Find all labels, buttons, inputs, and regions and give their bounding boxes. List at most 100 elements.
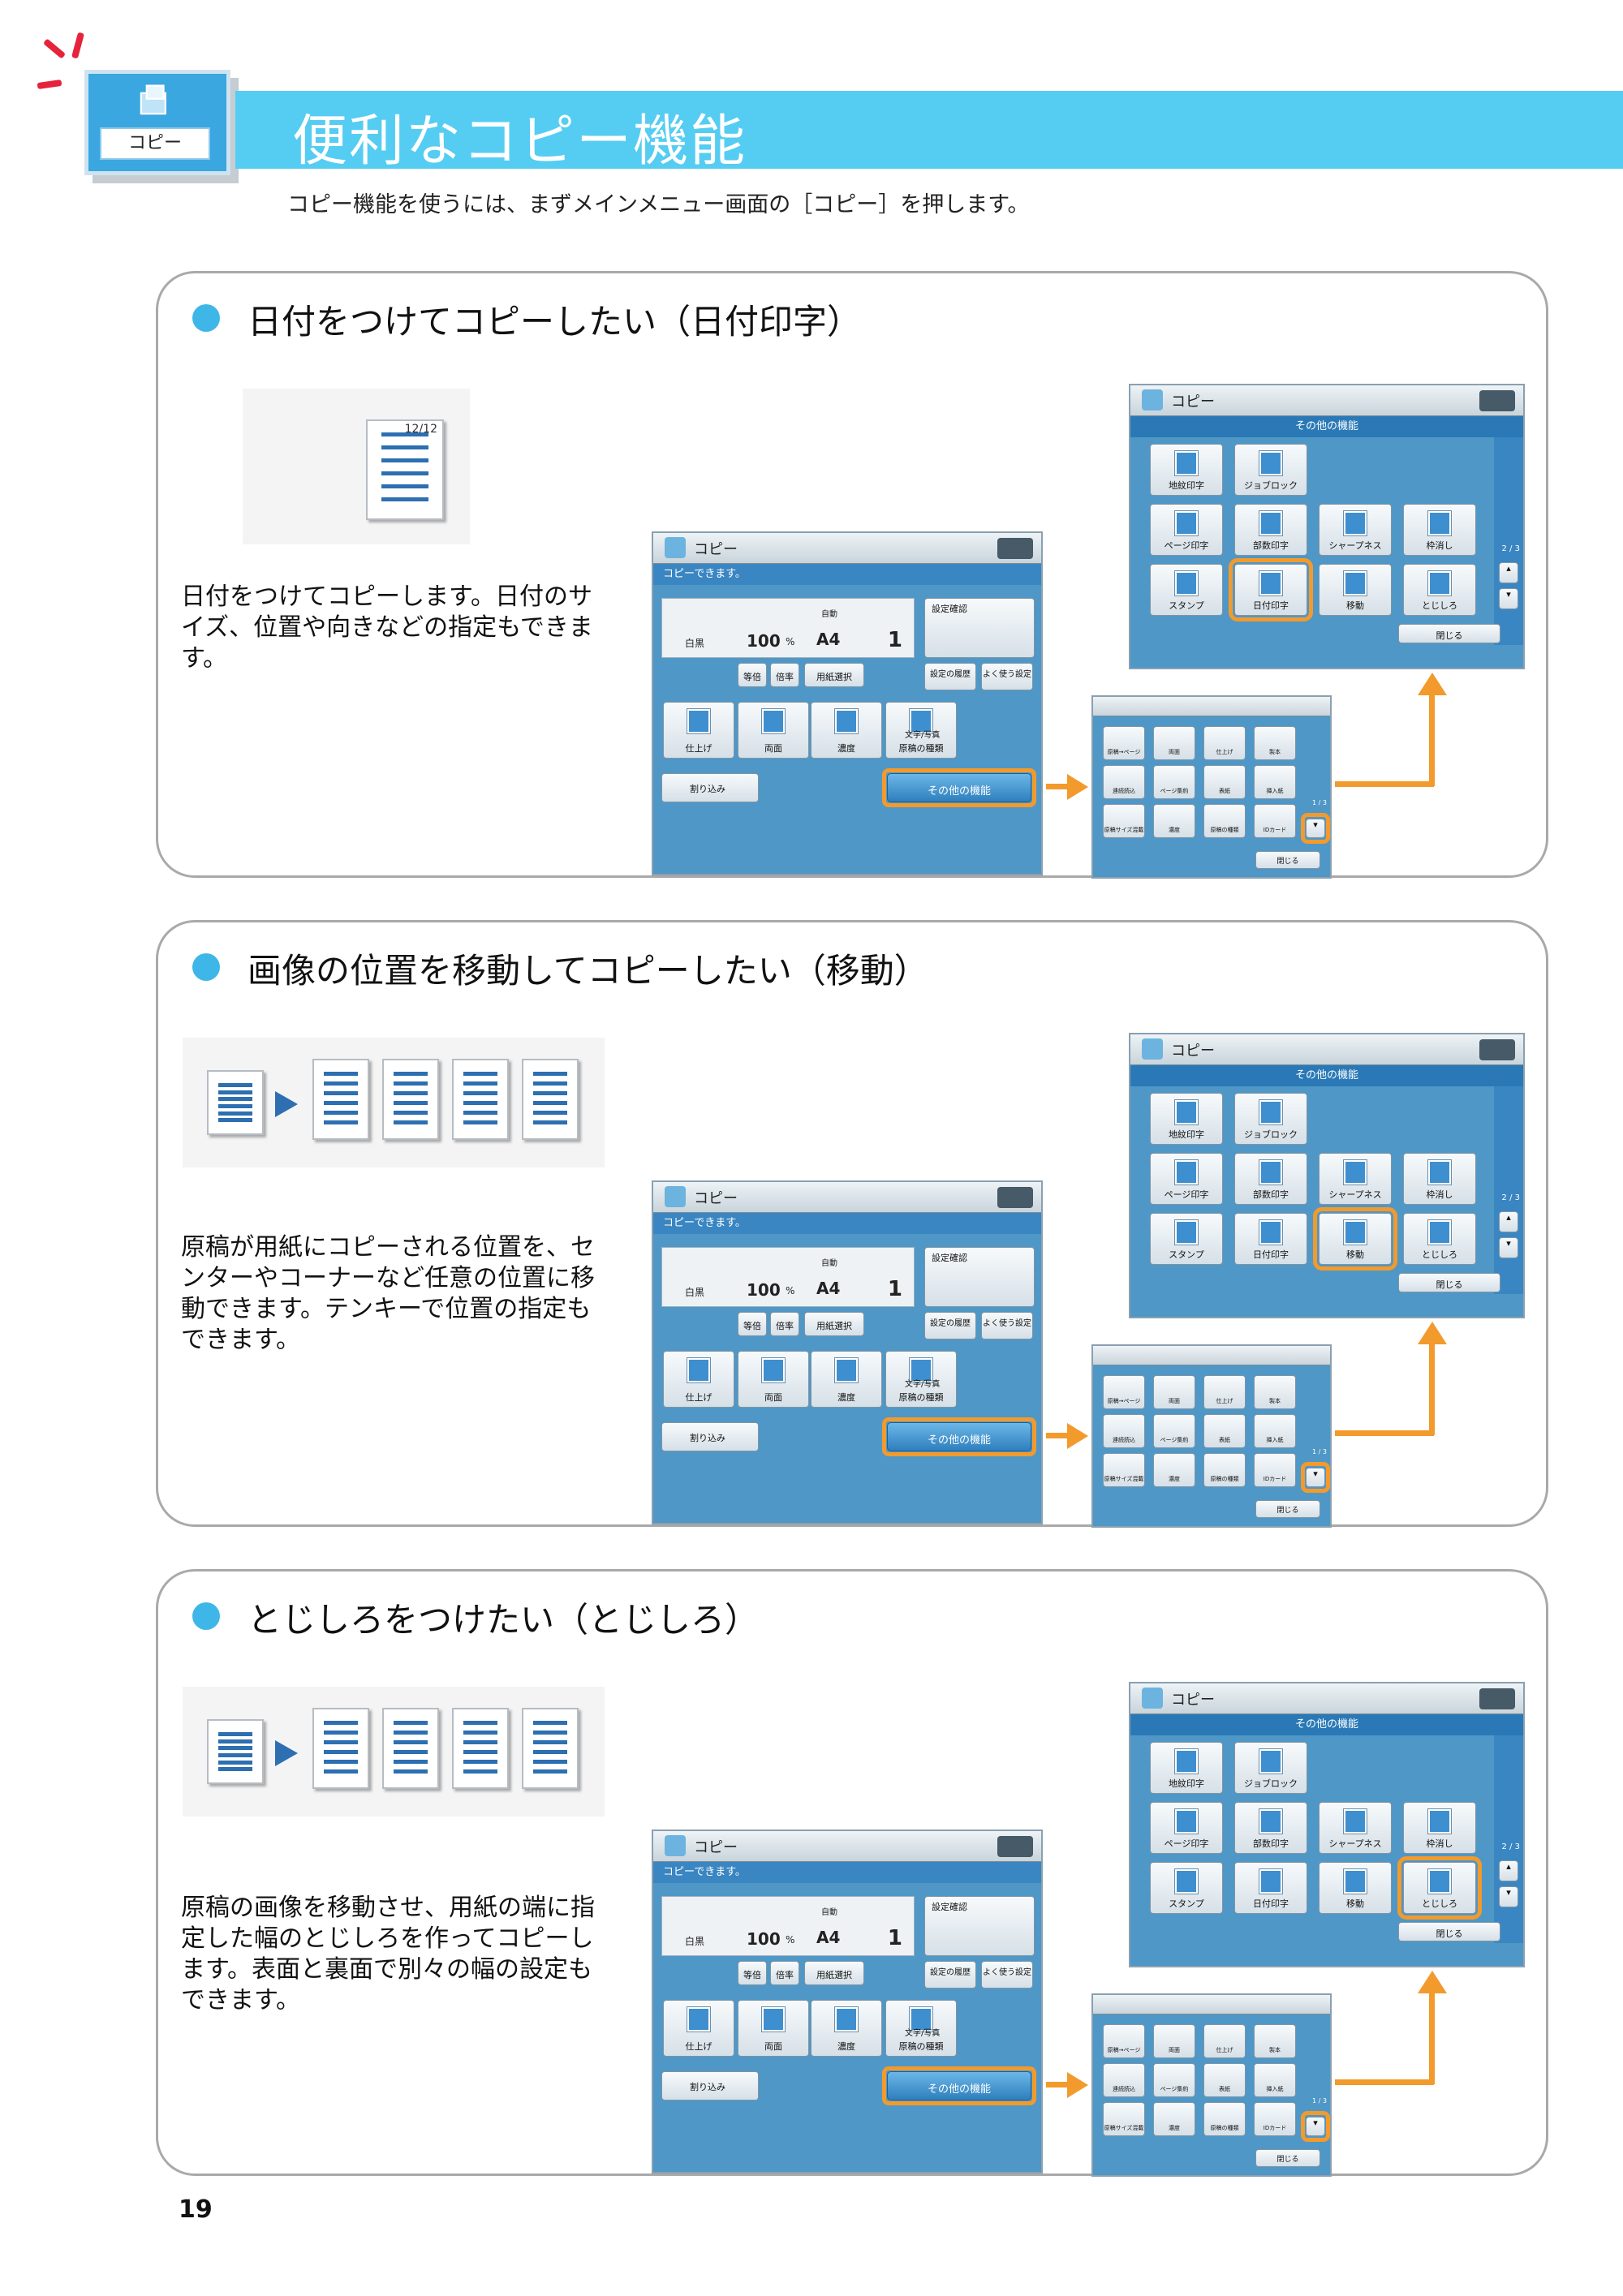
page-up-button[interactable]: ▴ [1499, 1211, 1518, 1232]
close-button[interactable]: 閉じる [1398, 1922, 1500, 1941]
original-type-button[interactable]: 原稿の種類 [885, 2000, 957, 2057]
p1-function-button[interactable]: 製本 [1254, 726, 1296, 760]
function-button[interactable]: 日付印字 [1234, 1862, 1307, 1914]
p1-function-button[interactable]: 原稿→ページ [1103, 2024, 1145, 2058]
function-button[interactable]: とじしろ [1397, 1856, 1482, 1920]
menu-button[interactable] [1479, 390, 1515, 411]
menu-button[interactable] [1479, 1039, 1515, 1060]
menu-button[interactable] [1479, 1688, 1515, 1709]
duplex-button[interactable]: 両面 [738, 2000, 809, 2057]
menu-button[interactable] [997, 538, 1033, 559]
p1-function-button[interactable]: ページ集約 [1153, 1414, 1195, 1448]
confirm-settings-button[interactable]: 設定確認 [924, 598, 1035, 658]
p1-function-button[interactable]: 原稿→ページ [1103, 1375, 1145, 1409]
p1-function-button[interactable]: 両面 [1153, 726, 1195, 760]
close-button[interactable]: 閉じる [1255, 1500, 1320, 1518]
p1-function-button[interactable]: 原稿サイズ混載 [1103, 804, 1145, 838]
original-type-button[interactable]: 原稿の種類 [885, 702, 957, 759]
p1-function-button[interactable]: 原稿サイズ混載 [1103, 2102, 1145, 2136]
equal-ratio-button[interactable]: 等倍 [738, 1961, 767, 1985]
confirm-settings-button[interactable]: 設定確認 [924, 1247, 1035, 1307]
function-button[interactable]: 枠消し [1403, 504, 1476, 556]
duplex-button[interactable]: 両面 [738, 702, 809, 759]
function-button[interactable]: 部数印字 [1234, 1153, 1307, 1205]
p1-function-button[interactable]: 仕上げ [1203, 2024, 1246, 2058]
favorites-button[interactable]: よく使う設定 [981, 663, 1033, 690]
page-up-button[interactable]: ▴ [1499, 1860, 1518, 1881]
p1-function-button[interactable]: IDカード [1254, 804, 1296, 838]
p1-function-button[interactable]: 表紙 [1203, 1414, 1246, 1448]
favorites-button[interactable]: よく使う設定 [981, 1961, 1033, 1989]
function-button[interactable]: 移動 [1313, 1207, 1397, 1271]
p1-function-button[interactable]: 挿入紙 [1254, 2063, 1296, 2097]
finishing-button[interactable]: 仕上げ [663, 1351, 734, 1408]
interrupt-button[interactable]: 割り込み [661, 2071, 759, 2100]
p1-function-button[interactable]: 製本 [1254, 1375, 1296, 1409]
favorites-button[interactable]: よく使う設定 [981, 1312, 1033, 1339]
p1-function-button[interactable]: 原稿サイズ混載 [1103, 1453, 1145, 1487]
density-button[interactable]: 濃度 [811, 702, 882, 759]
function-button[interactable]: ページ印字 [1150, 1153, 1223, 1205]
p1-function-button[interactable]: 挿入紙 [1254, 1414, 1296, 1448]
function-button[interactable]: 移動 [1319, 1862, 1392, 1914]
function-button[interactable]: とじしろ [1403, 1213, 1476, 1265]
close-button[interactable]: 閉じる [1398, 1273, 1500, 1292]
function-button[interactable]: 日付印字 [1234, 1213, 1307, 1265]
p1-function-button[interactable]: ページ集約 [1153, 765, 1195, 799]
p1-function-button[interactable]: 両面 [1153, 2024, 1195, 2058]
p1-function-button[interactable]: 連続読込 [1103, 765, 1145, 799]
function-button[interactable]: ジョブロック [1234, 1742, 1307, 1794]
density-button[interactable]: 濃度 [811, 2000, 882, 2057]
function-button[interactable]: ページ印字 [1150, 504, 1223, 556]
close-button[interactable]: 閉じる [1255, 851, 1320, 869]
function-button[interactable]: スタンプ [1150, 1213, 1223, 1265]
equal-ratio-button[interactable]: 等倍 [738, 663, 767, 687]
history-button[interactable]: 設定の履歴 [924, 1312, 976, 1339]
p1-function-button[interactable]: IDカード [1254, 1453, 1296, 1487]
function-button[interactable]: 枠消し [1403, 1153, 1476, 1205]
original-type-button[interactable]: 原稿の種類 [885, 1351, 957, 1408]
paper-select-button[interactable]: 用紙選択 [804, 1961, 864, 1985]
function-button[interactable]: シャープネス [1319, 1153, 1392, 1205]
ratio-button[interactable]: 倍率 [770, 1312, 799, 1336]
interrupt-button[interactable]: 割り込み [661, 1422, 759, 1451]
p1-function-button[interactable]: 濃度 [1153, 804, 1195, 838]
density-button[interactable]: 濃度 [811, 1351, 882, 1408]
p1-function-button[interactable]: 表紙 [1203, 765, 1246, 799]
page-down-button[interactable]: ▾ [1306, 2117, 1325, 2136]
confirm-settings-button[interactable]: 設定確認 [924, 1896, 1035, 1956]
function-button[interactable]: スタンプ [1150, 1862, 1223, 1914]
p1-function-button[interactable]: 製本 [1254, 2024, 1296, 2058]
p1-function-button[interactable]: 原稿の種類 [1203, 2102, 1246, 2136]
p1-function-button[interactable]: 連続読込 [1103, 1414, 1145, 1448]
page-down-button[interactable]: ▾ [1306, 1468, 1325, 1487]
p1-function-button[interactable]: 仕上げ [1203, 1375, 1246, 1409]
menu-button[interactable] [997, 1187, 1033, 1208]
close-button[interactable]: 閉じる [1398, 624, 1500, 643]
page-down-button[interactable]: ▾ [1499, 1237, 1518, 1258]
function-button[interactable]: ページ印字 [1150, 1802, 1223, 1854]
function-button[interactable]: スタンプ [1150, 564, 1223, 616]
function-button[interactable]: シャープネス [1319, 1802, 1392, 1854]
p1-function-button[interactable]: 両面 [1153, 1375, 1195, 1409]
p1-function-button[interactable]: ページ集約 [1153, 2063, 1195, 2097]
page-down-button[interactable]: ▾ [1306, 819, 1325, 838]
interrupt-button[interactable]: 割り込み [661, 773, 759, 802]
duplex-button[interactable]: 両面 [738, 1351, 809, 1408]
ratio-button[interactable]: 倍率 [770, 663, 799, 687]
function-button[interactable]: 地紋印字 [1150, 1742, 1223, 1794]
function-button[interactable]: ジョブロック [1234, 1093, 1307, 1145]
function-button[interactable]: 部数印字 [1234, 504, 1307, 556]
other-functions-button[interactable]: その他の機能 [887, 1422, 1031, 1451]
p1-function-button[interactable]: 表紙 [1203, 2063, 1246, 2097]
paper-select-button[interactable]: 用紙選択 [804, 1312, 864, 1336]
ratio-button[interactable]: 倍率 [770, 1961, 799, 1985]
finishing-button[interactable]: 仕上げ [663, 702, 734, 759]
p1-function-button[interactable]: 挿入紙 [1254, 765, 1296, 799]
function-button[interactable]: シャープネス [1319, 504, 1392, 556]
menu-button[interactable] [997, 1836, 1033, 1857]
p1-function-button[interactable]: IDカード [1254, 2102, 1296, 2136]
page-down-button[interactable]: ▾ [1499, 588, 1518, 609]
p1-function-button[interactable]: 原稿の種類 [1203, 804, 1246, 838]
p1-function-button[interactable]: 濃度 [1153, 1453, 1195, 1487]
